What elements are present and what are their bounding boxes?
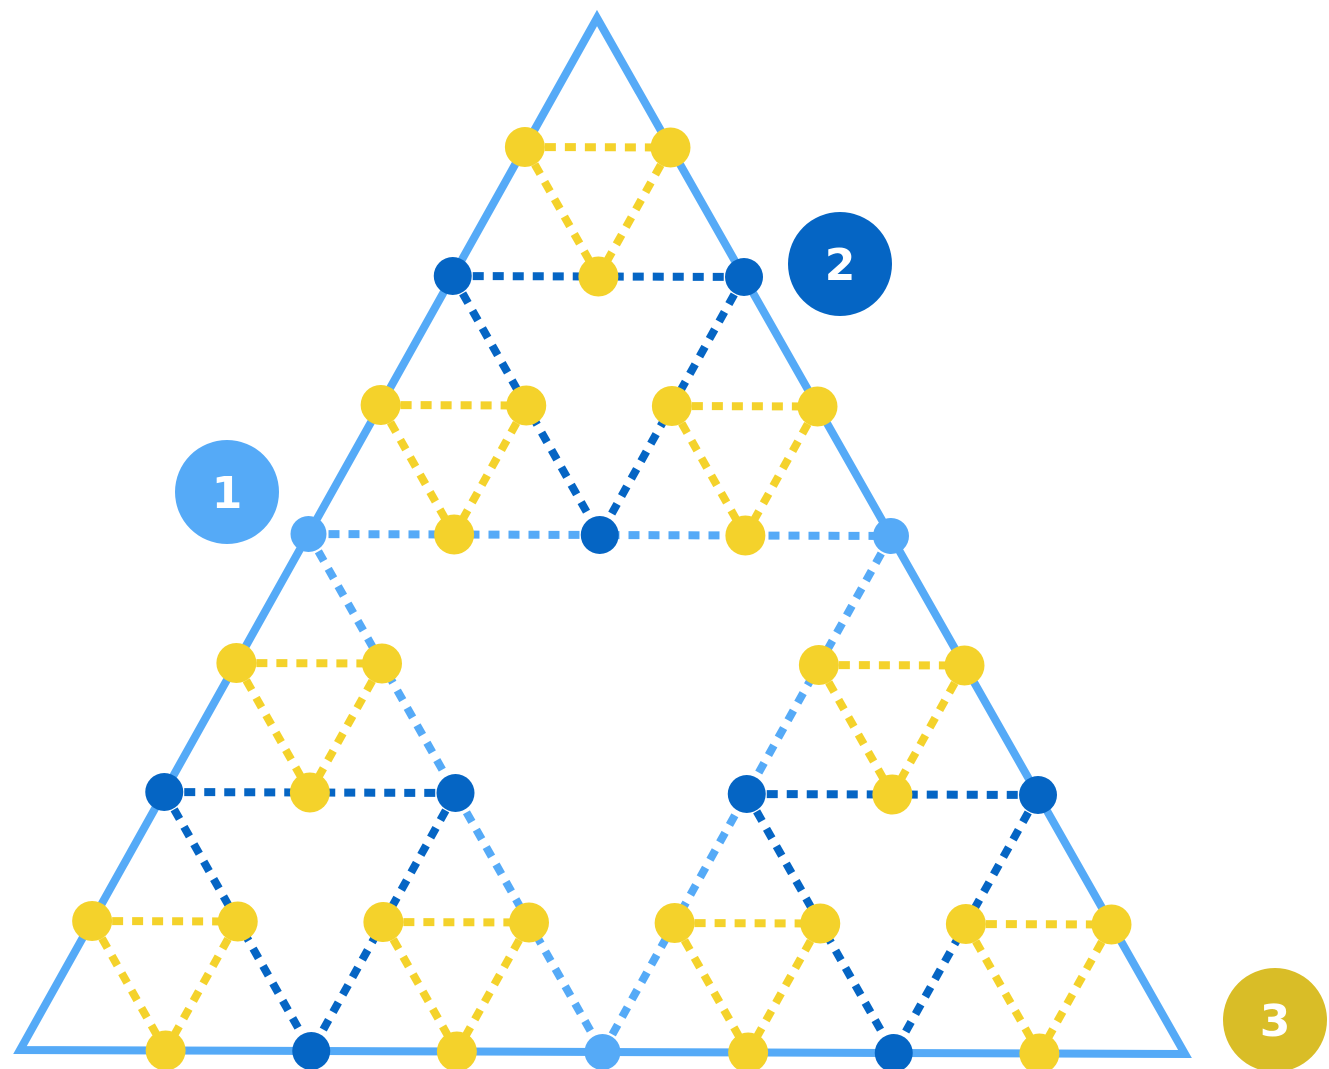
edge-level-3-right — [453, 920, 533, 1054]
edge-level-3-top — [674, 919, 821, 928]
badge-level-3: 3 — [1223, 968, 1327, 1069]
edge-level-3-top — [92, 917, 238, 926]
node-level-3 — [798, 645, 839, 685]
node-level-2 — [436, 774, 475, 812]
node-level-3 — [434, 514, 475, 555]
badge-circle-3 — [1223, 968, 1327, 1069]
node-level-3 — [506, 385, 547, 426]
node-level-3 — [289, 772, 330, 813]
edge-level-3-top — [965, 920, 1112, 929]
node-level-2 — [433, 257, 472, 295]
node-level-2 — [145, 773, 184, 811]
node-level-3 — [504, 127, 545, 167]
node-level-3 — [362, 643, 402, 684]
badge-level-2: 2 — [788, 212, 892, 316]
badge-level-1: 1 — [175, 440, 279, 544]
edge-level-3-top — [671, 402, 818, 411]
node-level-1 — [584, 1034, 621, 1069]
node-level-3 — [872, 774, 913, 815]
edge-level-3-right — [1035, 922, 1115, 1056]
edge-level-3-top — [383, 918, 530, 927]
node-level-3 — [578, 256, 619, 297]
edge-level-3-left — [668, 404, 749, 538]
node-level-2 — [725, 258, 763, 296]
node-level-3 — [1019, 1033, 1060, 1069]
node-level-3 — [72, 901, 113, 941]
node-level-3 — [651, 386, 692, 426]
node-level-3 — [797, 386, 838, 427]
badge-label-2: 2 — [825, 240, 856, 291]
edge-level-3-left — [88, 919, 170, 1053]
node-level-3 — [436, 1031, 477, 1069]
node-level-2 — [874, 1034, 913, 1069]
edge-level-1-top — [308, 530, 892, 540]
edge-level-3-top — [380, 401, 527, 410]
node-level-3 — [945, 904, 986, 944]
edge-level-3-right — [744, 921, 824, 1055]
edge-level-3-left — [379, 920, 461, 1054]
edge-level-3-left — [232, 661, 314, 795]
node-level-3 — [654, 903, 695, 943]
node-level-3 — [217, 901, 258, 942]
node-level-1 — [290, 516, 327, 552]
badge-circle-1 — [175, 440, 279, 544]
node-level-3 — [728, 1032, 769, 1069]
node-level-2 — [580, 516, 619, 554]
edge-level-3-top — [524, 143, 671, 152]
edge-level-3-right — [450, 403, 530, 537]
badge-circle-2 — [788, 212, 892, 316]
edge-level-3-right — [888, 663, 968, 797]
node-level-2 — [292, 1032, 331, 1069]
edge-level-3-left — [815, 663, 896, 797]
node-level-3 — [650, 127, 691, 168]
edge-level-3-top — [236, 659, 383, 668]
edge-level-3-top — [818, 661, 965, 670]
node-level-3 — [145, 1030, 186, 1069]
badge-label-3: 3 — [1260, 996, 1291, 1047]
edge-level-3-right — [594, 145, 674, 279]
edge-level-3-right — [162, 919, 242, 1053]
edge-level-3-right — [306, 661, 386, 795]
edge-level-3-left — [377, 403, 458, 537]
edge-level-3-left — [671, 921, 752, 1055]
node-level-3 — [800, 903, 841, 944]
node-level-2 — [727, 775, 766, 813]
edge-level-3-left — [521, 145, 602, 279]
node-level-3 — [725, 515, 766, 556]
edge-level-3-left — [962, 922, 1043, 1056]
node-level-3 — [944, 645, 985, 686]
node-level-1 — [873, 518, 909, 554]
node-level-3 — [360, 385, 401, 425]
edge-level-3-right — [741, 404, 821, 538]
badge-label-1: 1 — [212, 468, 243, 519]
node-level-3 — [1091, 904, 1132, 945]
node-level-3 — [363, 902, 404, 942]
node-level-3 — [509, 902, 549, 943]
nodes — [72, 127, 1132, 1069]
node-level-2 — [1019, 776, 1057, 814]
node-level-3 — [216, 643, 257, 683]
